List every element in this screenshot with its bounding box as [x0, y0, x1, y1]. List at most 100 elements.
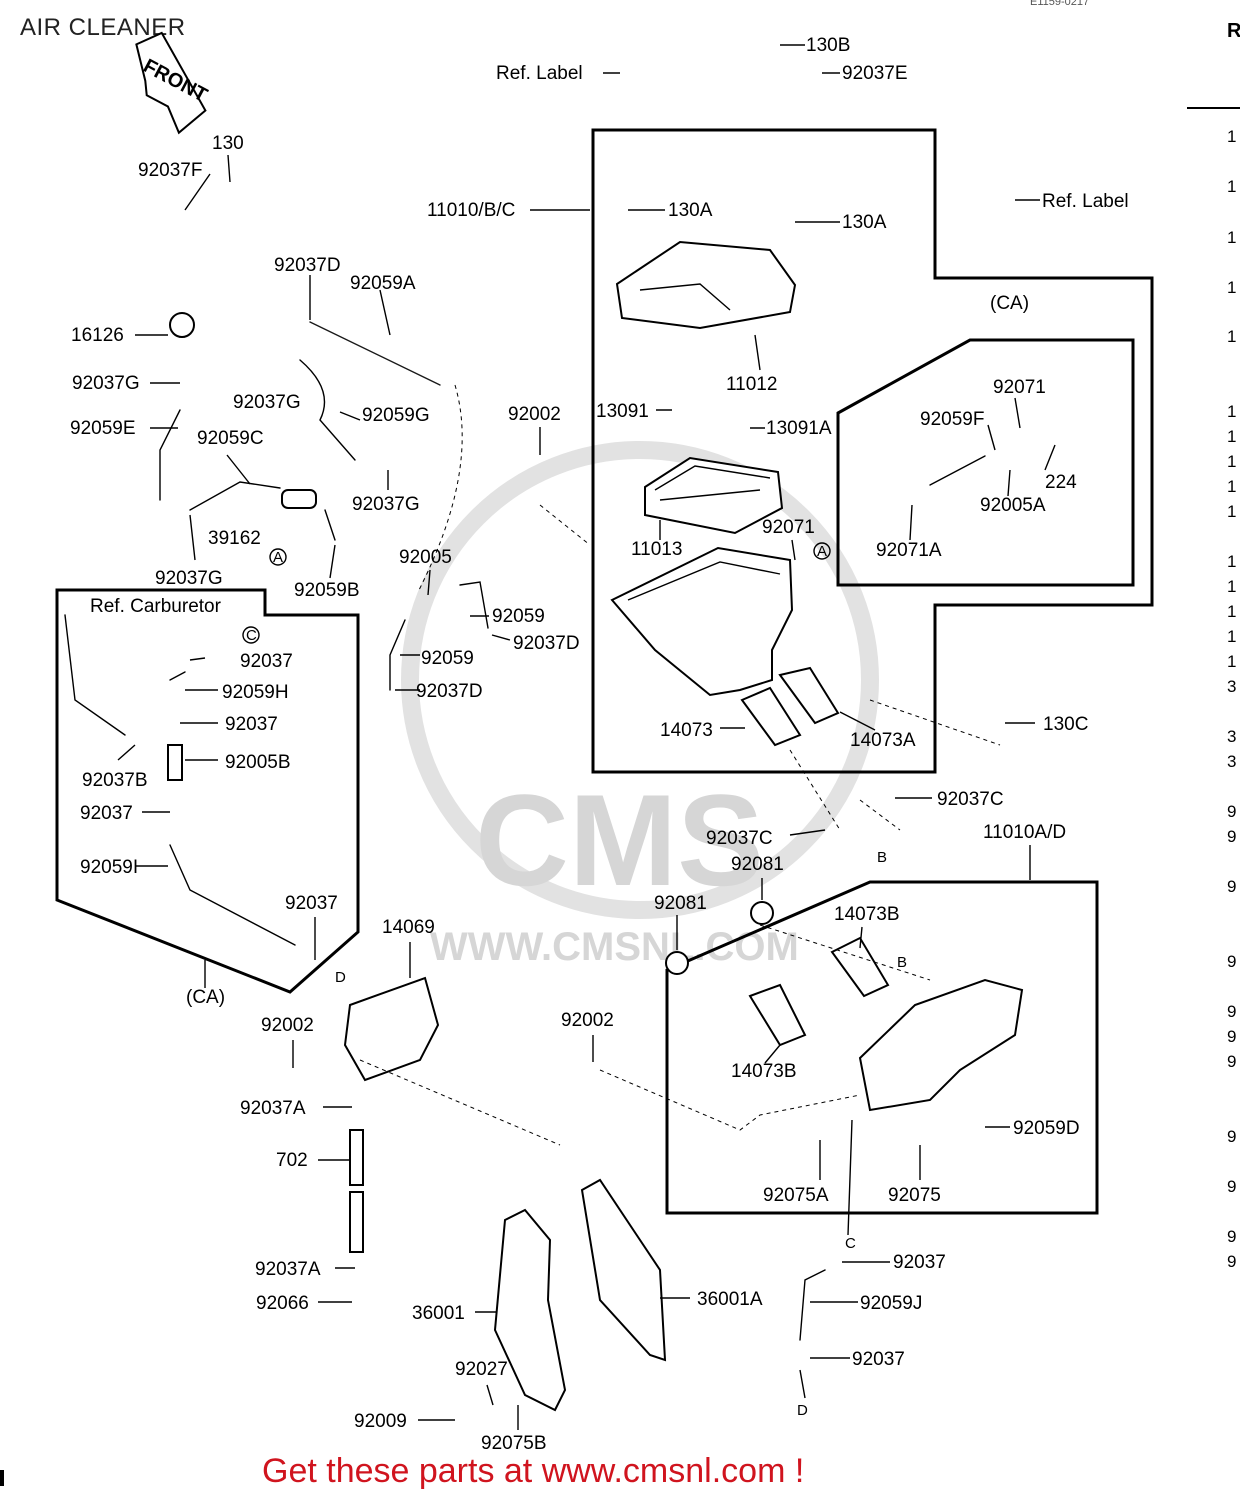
label-ref-label-top: Ref. Label	[496, 63, 583, 84]
row-digit: 9	[1227, 1027, 1237, 1046]
label-16126: 16126	[71, 325, 124, 346]
label-14073A: 14073A	[850, 730, 916, 751]
label-92037C-1: 92037C	[937, 789, 1004, 810]
air-cleaner-cover-11012	[615, 240, 797, 330]
connectors: A A B B C C D D	[242, 542, 907, 1419]
label-92059F: 92059F	[920, 409, 984, 430]
carburetor-frame	[55, 588, 360, 994]
footer-link[interactable]: Get these parts at www.cmsnl.com !	[262, 1452, 805, 1490]
label-13091A: 13091A	[766, 418, 832, 439]
hoses	[64, 312, 986, 1341]
row-digit: 9	[1227, 1252, 1237, 1271]
row-digit: 9	[1227, 1227, 1237, 1246]
label-92059I: 92059I	[80, 857, 138, 878]
row-digit: 1	[1227, 278, 1237, 297]
label-92071-mid: 92071	[762, 517, 815, 538]
label-92059A: 92059A	[350, 273, 416, 294]
row-digit: 1	[1227, 177, 1237, 196]
label-92075A: 92075A	[763, 1185, 829, 1206]
label-92037G-4: 92037G	[155, 568, 223, 589]
label-36001: 36001	[412, 1303, 465, 1324]
label-92059C: 92059C	[197, 428, 264, 449]
air-filter-element-11013	[644, 456, 784, 535]
label-11010BC: 11010/B/C	[427, 200, 515, 221]
row-digit: 9	[1227, 1052, 1237, 1071]
label-92037D-top: 92037D	[274, 255, 341, 276]
cover-36001A	[580, 1178, 667, 1362]
label-39162: 39162	[208, 528, 261, 549]
row-digit: 1	[1227, 577, 1237, 596]
connector-b-2: B	[897, 954, 907, 971]
front-arrow-icon: FRONT	[135, 31, 211, 135]
label-92059D: 92059D	[1013, 1118, 1080, 1139]
label-130A-2: 130A	[842, 212, 887, 233]
label-92005: 92005	[399, 547, 452, 568]
label-92059G: 92059G	[362, 405, 430, 426]
label-92037-c: 92037	[80, 803, 133, 824]
label-ref-label-right: Ref. Label	[1042, 191, 1129, 212]
row-digit: 1	[1227, 652, 1237, 671]
label-130B: 130B	[806, 35, 850, 56]
row-digit: 1	[1227, 228, 1237, 247]
connector-d-1: D	[335, 969, 346, 986]
label-92071-top: 92071	[993, 377, 1046, 398]
watermark-url: WWW.CMSNL.COM	[430, 925, 799, 969]
label-92037-b: 92037	[225, 714, 278, 735]
row-digit: 9	[1227, 1127, 1237, 1146]
row-digit: 1	[1227, 627, 1237, 646]
row-digit: 3	[1227, 727, 1237, 746]
row-digit: 1	[1227, 602, 1237, 621]
label-92037A-1: 92037A	[240, 1098, 306, 1119]
lower-air-case-11010A-D	[858, 978, 1024, 1112]
label-92037D-low: 92037D	[416, 681, 483, 702]
label-14073B-2: 14073B	[731, 1061, 797, 1082]
label-92059-1: 92059	[492, 606, 545, 627]
connector-a-1: A	[273, 549, 283, 566]
label-92002-3: 92002	[561, 1010, 614, 1031]
row-digit: 9	[1227, 952, 1237, 971]
label-11010AD: 11010A/D	[983, 822, 1066, 843]
label-ca-bottom: (CA)	[186, 987, 225, 1008]
row-digit: 9	[1227, 1177, 1237, 1196]
watermark: CMS WWW.CMSNL.COM	[401, 441, 879, 969]
label-92037F: 92037F	[138, 160, 202, 181]
label-92059H: 92059H	[222, 682, 289, 703]
bracket-14069	[343, 976, 440, 1082]
duct-14073B-lower	[748, 983, 807, 1047]
label-92037G-1: 92037G	[72, 373, 140, 394]
label-11013: 11013	[631, 539, 682, 560]
label-92059E: 92059E	[70, 418, 136, 439]
row-digit: 3	[1227, 677, 1237, 696]
row-digit: 1	[1227, 552, 1237, 571]
cover-36001	[493, 1208, 567, 1412]
leader-lines	[117, 44, 1056, 1430]
connector-c-2: C	[845, 1235, 856, 1252]
label-36001A: 36001A	[697, 1289, 763, 1310]
label-14073: 14073	[660, 720, 713, 741]
row-digit: 1	[1227, 477, 1237, 496]
label-92059B: 92059B	[294, 580, 360, 601]
part-labels: Ref. Label 130B 92037E 130 92037F 11010/…	[70, 35, 1129, 1454]
label-92037-f: 92037	[852, 1349, 905, 1370]
label-702: 702	[276, 1150, 308, 1171]
lower-case-frame	[665, 880, 1099, 1215]
label-92037G-3: 92037G	[352, 494, 420, 515]
label-130A-1: 130A	[668, 200, 713, 221]
label-92037E: 92037E	[842, 63, 908, 84]
parts-list-column: R 1 1 1 1 1 1 1 1 1 1 1 1 1 1 1 3 3 3 9 …	[1187, 0, 1240, 1500]
label-92071A: 92071A	[876, 540, 942, 561]
label-92081-2: 92081	[654, 893, 707, 914]
duct-14073	[740, 686, 802, 747]
label-92059-2: 92059	[421, 648, 474, 669]
label-92037G-2: 92037G	[233, 392, 301, 413]
label-14073B-1: 14073B	[834, 904, 900, 925]
label-92037-e: 92037	[893, 1252, 946, 1273]
label-92037A-2: 92037A	[255, 1259, 321, 1280]
parts-list-header: R	[1227, 20, 1240, 42]
label-92027: 92027	[455, 1359, 508, 1380]
row-digit: 9	[1227, 1002, 1237, 1021]
label-14069: 14069	[382, 917, 435, 938]
label-92066: 92066	[256, 1293, 309, 1314]
connector-c-1: C	[246, 627, 257, 644]
